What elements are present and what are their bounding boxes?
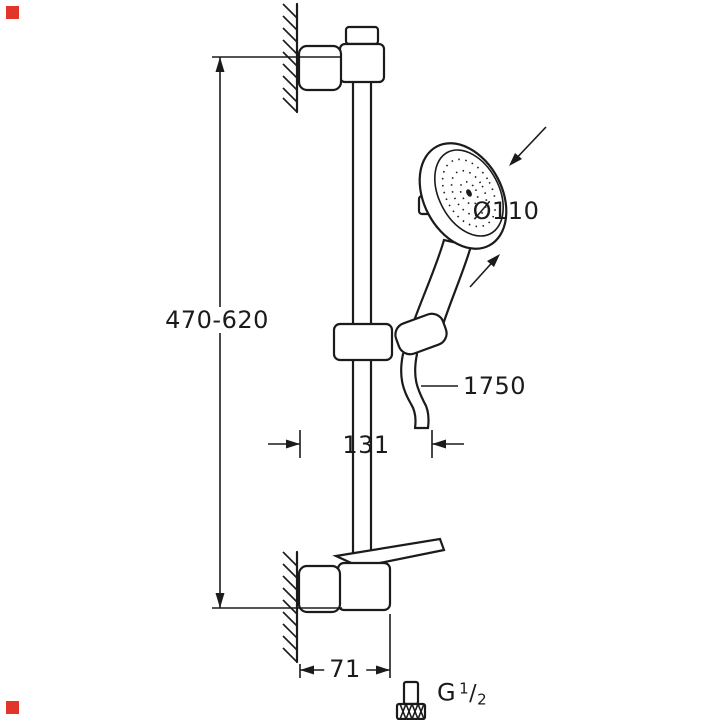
head-diameter-label: Ø110 [472, 197, 540, 225]
dimension-head-diameter [469, 126, 547, 288]
wall-distance-label: 131 [342, 431, 390, 459]
top-wall-bracket [297, 25, 386, 92]
hand-shower [408, 142, 508, 342]
bottom-offset-label: 71 [324, 656, 366, 682]
shower-holder-slider [332, 312, 448, 362]
hose-length-label: 1750 [463, 372, 527, 400]
hand-shower-head [418, 142, 508, 250]
height-range-label: 470-620 [160, 307, 274, 333]
wall-section-bottom [282, 550, 299, 664]
shower-rail [351, 42, 373, 602]
bottom-wall-bracket [297, 537, 446, 614]
holder-cup [394, 312, 448, 356]
thread-numerator: 1 [459, 679, 470, 698]
red-corner-marker-top [6, 6, 19, 19]
thread-prefix: G [437, 678, 457, 707]
dimension-wall-distance [268, 430, 464, 458]
shower-hose [400, 352, 430, 430]
thread-denominator: 2 [477, 690, 488, 709]
thread-slash: / [469, 681, 478, 707]
wall-section-top [282, 2, 299, 114]
outlet-fitting [395, 680, 427, 720]
red-corner-marker-bottom [6, 701, 19, 714]
